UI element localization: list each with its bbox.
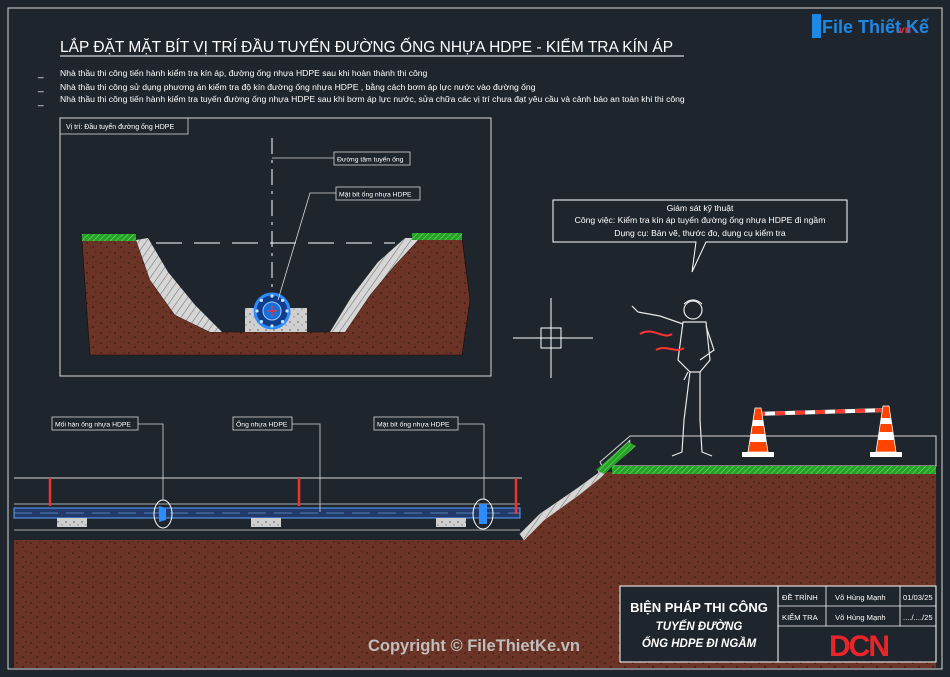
- bedding-block: [57, 518, 87, 527]
- title-block: BIỆN PHÁP THI CÔNG TUYẾN ĐƯỜNG ỐNG HDPE …: [619, 585, 937, 663]
- pipe-label: Ống nhựa HDPE: [236, 419, 288, 429]
- watermark: File Thiết Kế .vn Copyright © FileThietK…: [368, 14, 930, 655]
- drawing-title: LẮP ĐẶT MẶT BÍT VỊ TRÍ ĐẦU TUYẾN ĐƯỜNG Ố…: [60, 38, 673, 56]
- supervisor-tools: Dụng cụ: Bản vẽ, thước đo, dụng cụ kiểm …: [614, 228, 786, 238]
- safety-barrier: [742, 405, 902, 457]
- note-marker: _: [37, 82, 44, 93]
- flange-leader: [277, 192, 336, 301]
- title-block-sub2: ỐNG HDPE ĐI NGẦM: [642, 637, 757, 650]
- row1-name: Võ Hùng Mạnh: [835, 593, 886, 602]
- note-marker: _: [37, 96, 44, 107]
- note-item: Nhà thầu thi công sử dụng phương án kiểm…: [60, 82, 536, 92]
- center-label: Đường tâm tuyến ống: [337, 155, 404, 164]
- flange-label: Mặt bít ống nhựa HDPE: [339, 190, 412, 199]
- supervisor-title: Giám sát kỹ thuật: [667, 203, 734, 213]
- detail-caption: Vị trí: Đầu tuyến đường ống HDPE: [66, 122, 174, 131]
- slope-left: [136, 238, 222, 332]
- flange-bolts: [255, 294, 289, 328]
- note-item: Nhà thầu thi công tiến hành kiểm tra tuy…: [60, 94, 685, 104]
- flange-marker: [472, 498, 494, 530]
- row1-label: ĐỀ TRÌNH: [782, 592, 818, 602]
- watermark-copyright: Copyright © FileThietKe.vn: [368, 637, 580, 655]
- watermark-logo-suffix: .vn: [896, 24, 911, 36]
- callout-bubble: [552, 199, 848, 273]
- detail-caption-box: [59, 117, 189, 135]
- flange-pipe-label: Mặt bít ống nhựa HDPE: [377, 420, 450, 429]
- supervisor-callout: Giám sát kỹ thuật Công việc: Kiểm tra kí…: [552, 199, 848, 273]
- crosshair-cursor: [513, 298, 593, 378]
- supervisor-figure: [631, 299, 715, 457]
- row2-date: ..../..../25: [903, 613, 933, 622]
- grass-left: [82, 234, 136, 241]
- watermark-logo-text: File Thiết Kế: [822, 17, 930, 37]
- grass-strip: [612, 466, 936, 474]
- title-block-sub1: TUYẾN ĐƯỜNG: [656, 620, 743, 633]
- notes-list: _ Nhà thầu thi công tiến hành kiểm tra k…: [37, 68, 685, 107]
- drawing-frame: [7, 7, 943, 670]
- row1-date: 01/03/25: [903, 593, 933, 602]
- title-block-main: BIỆN PHÁP THI CÔNG: [630, 600, 768, 615]
- slope-right: [330, 238, 420, 332]
- note-marker: _: [37, 68, 44, 79]
- traffic-cone-right: [875, 405, 897, 453]
- trench-detail: Vị trí: Đầu tuyến đường ống HDPE Đường t…: [59, 117, 492, 377]
- supervisor-task: Công việc: Kiểm tra kín áp tuyến đường ố…: [575, 215, 826, 225]
- detail-frame: [59, 117, 492, 377]
- weld-label: Mối hàn ống nhựa HDPE: [55, 420, 131, 429]
- dcn-logo: DCN: [829, 630, 888, 663]
- safety-harness: [639, 330, 685, 351]
- row2-name: Võ Hùng Mạnh: [835, 613, 886, 622]
- watermark-logo-icon: [812, 14, 821, 38]
- grass-right: [412, 233, 462, 240]
- note-item: Nhà thầu thi công tiến hành kiểm tra kín…: [60, 68, 428, 78]
- row2-label: KIỂM TRA: [782, 613, 819, 622]
- bedding-block: [251, 518, 281, 527]
- bedding-block: [436, 518, 466, 527]
